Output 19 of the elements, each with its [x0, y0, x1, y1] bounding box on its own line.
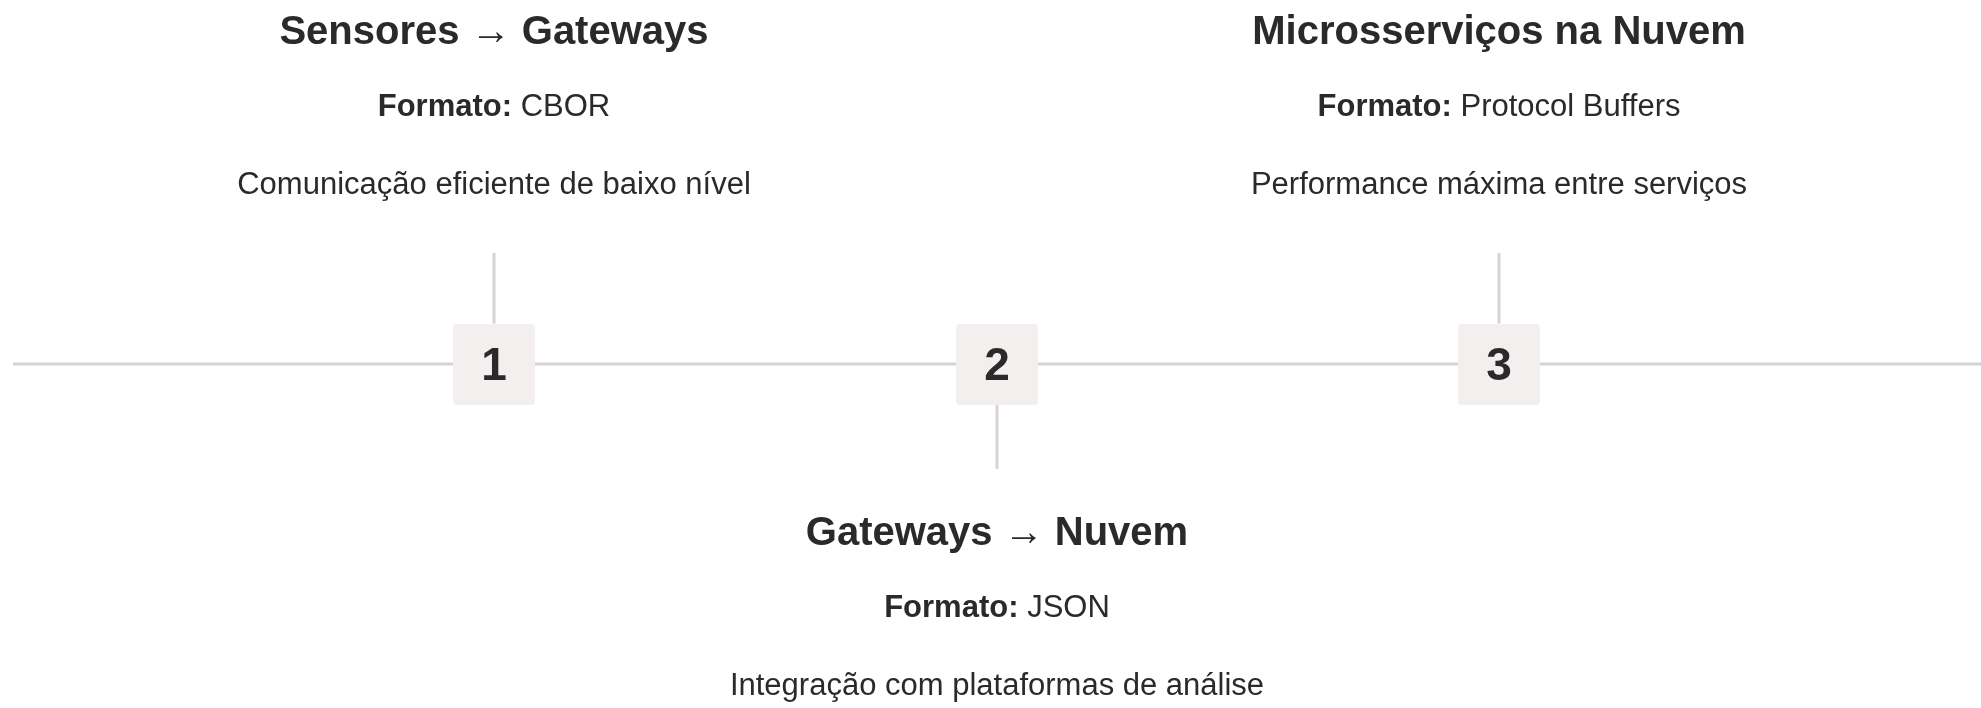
timeline-line	[535, 362, 956, 366]
format-text: Formato: JSON	[884, 588, 1110, 626]
stage-title: Gateways → Nuvem	[805, 508, 1189, 555]
description-text: Integração com plataformas de análise	[729, 666, 1265, 704]
step-number: 1	[453, 323, 535, 405]
description-text: Performance máxima entre serviços	[1250, 165, 1748, 203]
format-text: Formato: CBOR	[377, 87, 611, 125]
timeline-line	[1540, 362, 1981, 366]
leader-line	[492, 253, 496, 324]
leader-line	[995, 404, 999, 469]
stage-title: Sensores → Gateways	[279, 7, 709, 54]
timeline-line	[1038, 362, 1458, 366]
description-text: Comunicação eficiente de baixo nível	[237, 165, 751, 203]
timeline-line	[13, 362, 453, 366]
leader-line	[1497, 253, 1501, 324]
stage-title: Microsserviços na Nuvem	[1252, 7, 1746, 54]
format-text: Formato: Protocol Buffers	[1317, 87, 1681, 125]
step-number: 2	[956, 323, 1038, 405]
step-number: 3	[1458, 323, 1540, 405]
